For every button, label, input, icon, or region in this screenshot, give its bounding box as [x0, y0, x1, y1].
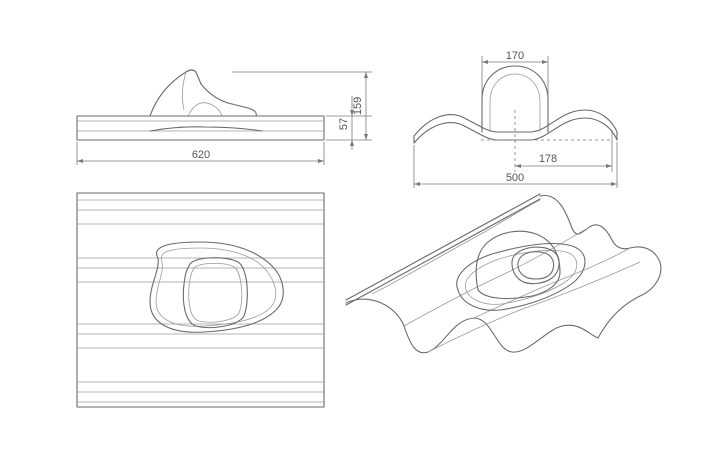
- arrowhead: [414, 182, 420, 186]
- dim-label-170: 170: [506, 50, 524, 62]
- iso-valley-line: [427, 261, 641, 353]
- iso-vent-dome: [475, 230, 561, 300]
- top-plan-view: [76, 192, 325, 408]
- front-profile-view: 170 178 500: [413, 50, 618, 188]
- arrowhead: [364, 134, 368, 140]
- dim-label-500: 500: [506, 172, 524, 184]
- arrowhead: [606, 164, 612, 168]
- plan-outline: [76, 192, 325, 408]
- side-elevation-view: 620 159 57: [76, 69, 372, 165]
- dim-label-620: 620: [192, 149, 210, 161]
- arrowhead: [77, 159, 83, 163]
- iso-vent-opening-shadow: [517, 251, 555, 280]
- iso-right-wave: [539, 195, 662, 339]
- plan-vent-opening: [182, 257, 248, 329]
- flashing-base: [149, 126, 263, 132]
- dim-label-178: 178: [539, 153, 557, 165]
- side-panel-outline: [76, 115, 325, 141]
- arrowhead: [350, 110, 354, 116]
- iso-ridge-line: [403, 227, 589, 327]
- vent-arch: [187, 102, 223, 117]
- iso-ridge-line: [371, 199, 541, 295]
- vent-dome-front: [481, 65, 549, 133]
- vent-dome-front-inner: [489, 73, 541, 132]
- arrowhead: [350, 140, 354, 146]
- plan-flashing-inner: [155, 247, 277, 327]
- arrowhead: [611, 182, 617, 186]
- arrowhead: [482, 60, 488, 64]
- isometric-view: [345, 193, 662, 354]
- iso-flashing-inner: [464, 250, 578, 305]
- dim-label-159: 159: [352, 97, 364, 115]
- arrowhead: [515, 164, 521, 168]
- iso-flashing-base: [456, 243, 586, 311]
- arrowhead: [318, 159, 324, 163]
- arrowhead: [542, 60, 548, 64]
- arrowhead: [364, 72, 368, 78]
- vent-dome-side: [149, 69, 257, 117]
- iso-top-edge-inner: [345, 198, 541, 306]
- vent-dome-contour: [182, 71, 187, 111]
- dim-label-57: 57: [338, 118, 350, 130]
- iso-front-wave: [345, 298, 599, 354]
- iso-ridge-line: [473, 247, 631, 319]
- iso-top-edge: [345, 193, 541, 301]
- iso-vent-opening: [511, 246, 560, 285]
- plan-flashing-outline: [149, 241, 284, 333]
- plan-vent-opening-inner: [188, 262, 243, 323]
- tile-wave-profile-lower: [413, 117, 618, 144]
- tile-wave-profile: [413, 109, 618, 137]
